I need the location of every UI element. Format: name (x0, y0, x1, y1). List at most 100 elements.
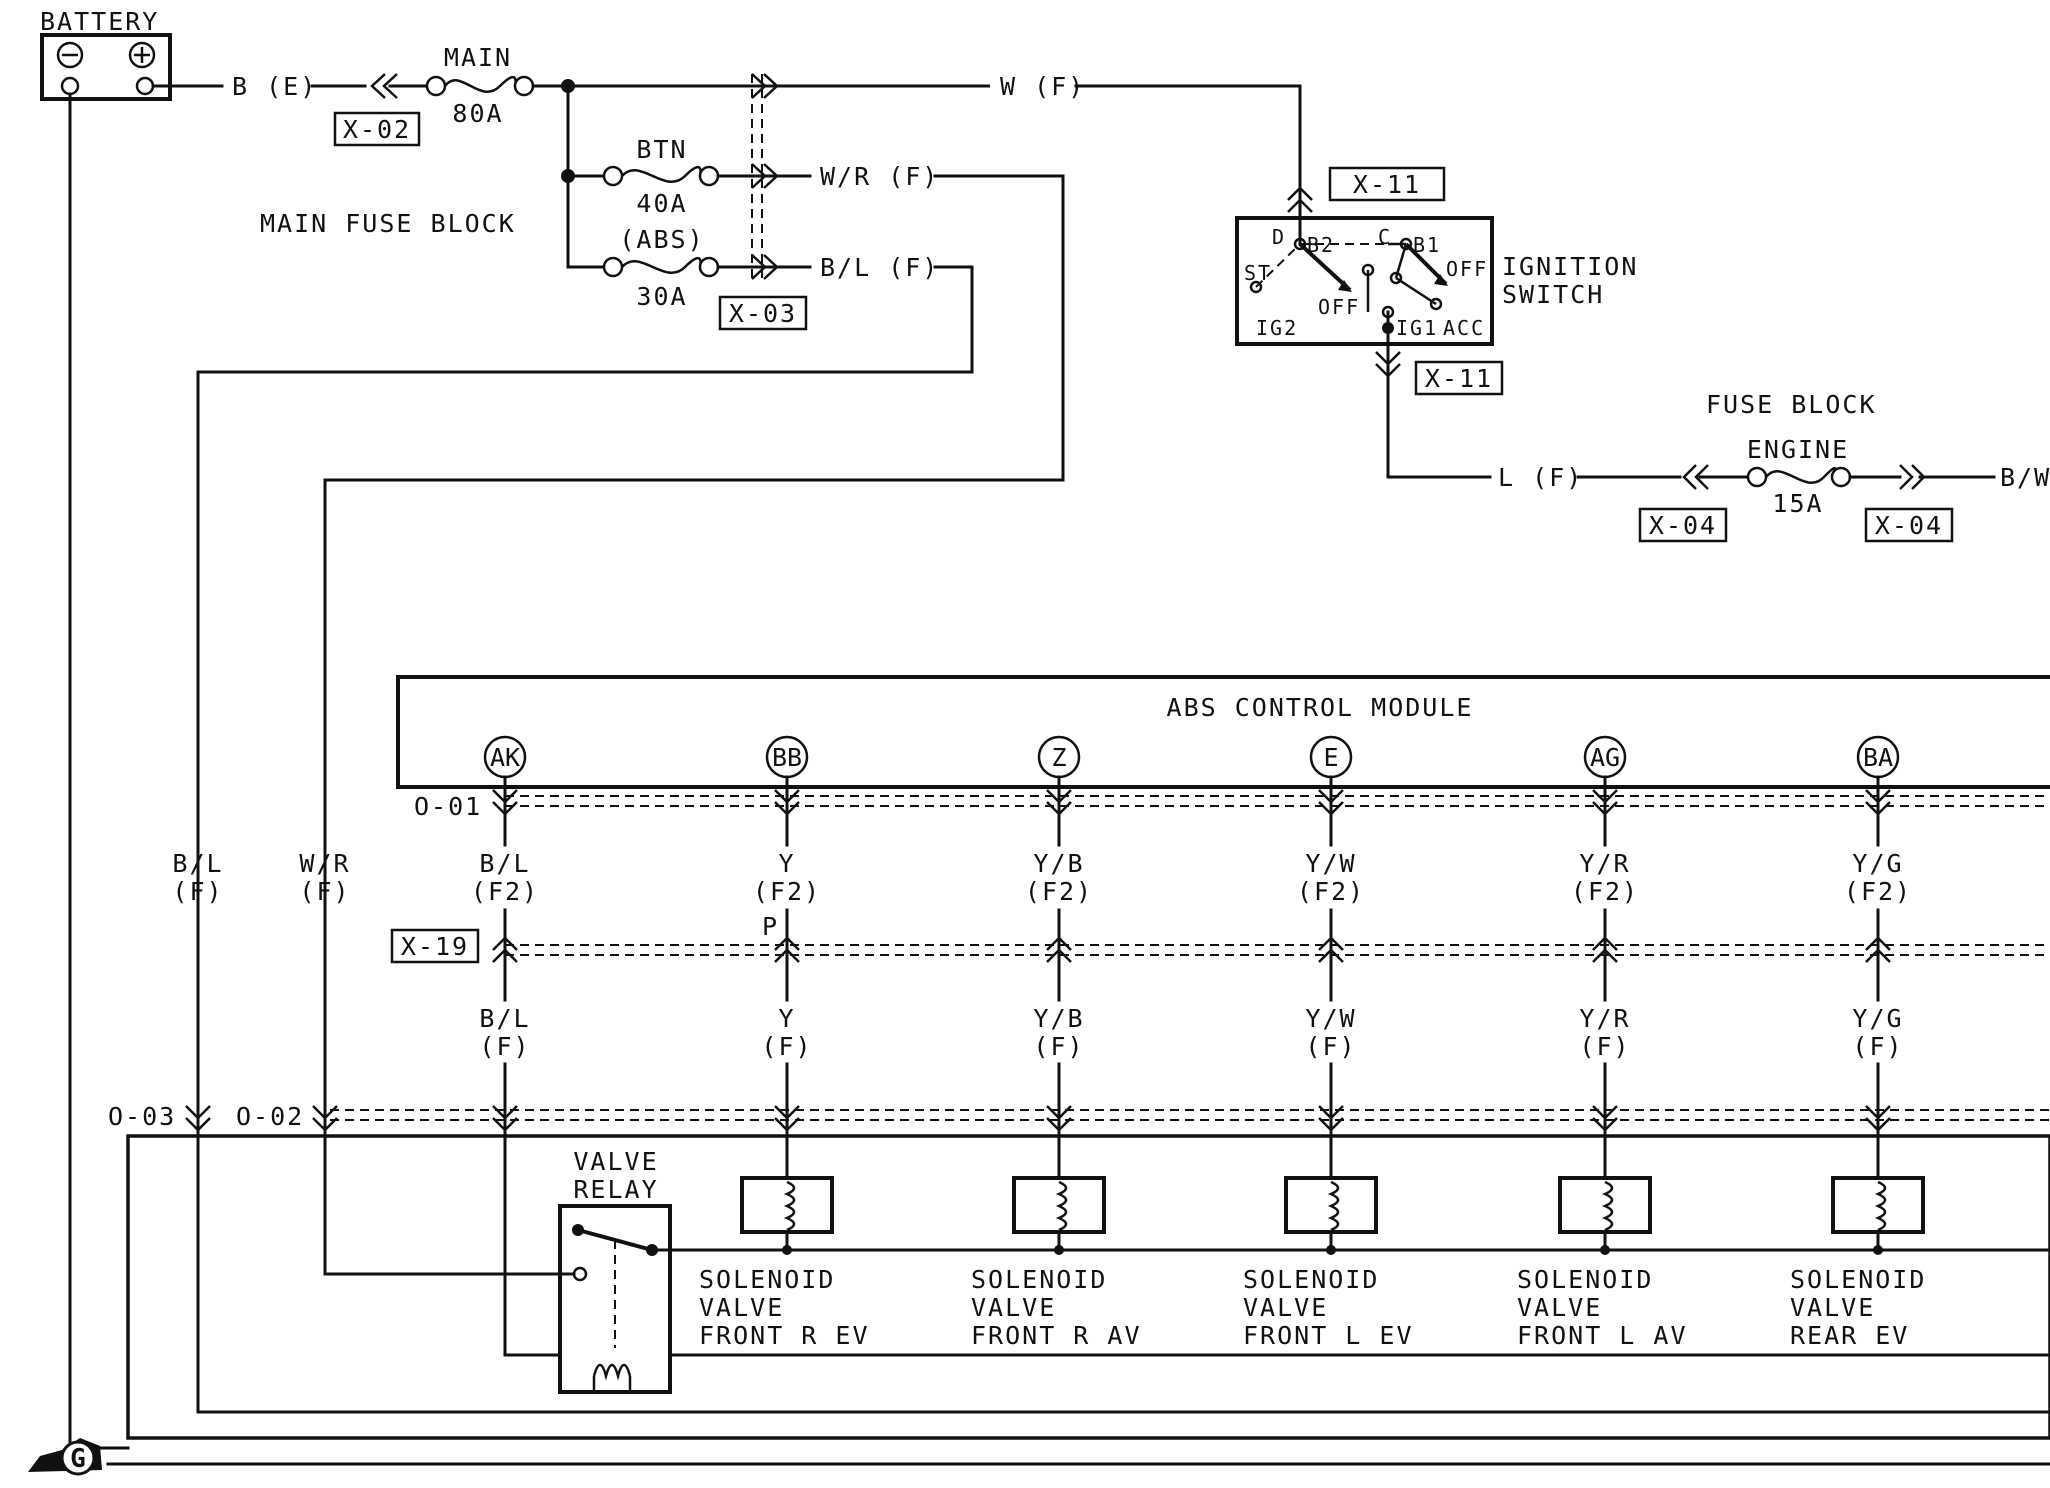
fuse-block: FUSE BLOCK ENGINE 15A B/W X-04 X-04 (1638, 390, 2050, 543)
wire-label-w-f: W (F) (1000, 72, 1085, 101)
solenoid-coil-icon (783, 1180, 796, 1232)
battery-body (40, 33, 172, 101)
term-off-left: OFF (1318, 295, 1360, 319)
ignition-switch-label-1: IGNITION (1502, 252, 1638, 281)
fuse-main-right-terminal (513, 75, 535, 97)
connector-x19-arrow (1592, 936, 1618, 963)
switch-acc-link (1394, 243, 1408, 279)
solenoid-junction (1326, 1245, 1336, 1255)
wire-color-lower: Y/W (1305, 1004, 1356, 1033)
wire-label-wr-f: W/R (F) (820, 162, 939, 191)
connector-x11-top-label: X-11 (1353, 170, 1421, 199)
wire-color-lower: Y/B (1033, 1004, 1084, 1033)
connector-o02-label: O-02 (236, 1102, 304, 1131)
solenoid-label-1: SOLENOID (1517, 1265, 1653, 1294)
connector-x03-label: X-03 (729, 299, 797, 328)
term-c: C (1378, 225, 1392, 249)
side-wire-bl-harness: (F) (172, 877, 223, 906)
fuse-main-rating: 80A (452, 99, 503, 128)
fuse-btn-rating: 40A (636, 189, 687, 218)
fuse-abs-name: (ABS) (619, 225, 704, 254)
label-bg-wf (990, 70, 1076, 102)
connector-x19-label: X-19 (401, 932, 469, 961)
term-off-right: OFF (1446, 257, 1488, 281)
battery-label: BATTERY (40, 7, 159, 36)
connector-o01-arrow (1046, 789, 1072, 816)
pin-label: BA (1863, 743, 1893, 772)
fuse-btn-right-terminal (698, 165, 720, 187)
ignition-switch-body (1235, 216, 1494, 346)
solenoid-coil-icon (1327, 1180, 1340, 1232)
fuse-main-name: MAIN (444, 43, 512, 72)
connector-o03-arrows (185, 1105, 211, 1132)
wire-harness-upper: (F2) (753, 877, 821, 906)
solenoid-label-2: VALVE (1243, 1293, 1328, 1322)
solenoid-label-3: REAR EV (1790, 1321, 1909, 1350)
solenoid-label-1: SOLENOID (699, 1265, 835, 1294)
connector-o02-arrow (774, 1105, 800, 1132)
switch-arrow-right-icon (1434, 274, 1448, 286)
wire-harness-upper: (F2) (1297, 877, 1365, 906)
wire-label-b-w: B/W (2000, 463, 2050, 492)
connector-x11-top-box (1328, 166, 1446, 202)
connector-x19-arrow (1046, 936, 1072, 963)
battery: BATTERY (40, 7, 172, 101)
connector-x19-arrow (1865, 936, 1891, 963)
fuse-abs-icon (621, 256, 702, 274)
ignition-switch: X-11 D B2 C B1 ST OFF OFF IG2 IG1 ACC IG… (1235, 166, 1638, 396)
connector-x04-left-arrows (1682, 464, 1709, 490)
pin-column-z: ZY/B(F2)Y/B(F) (1025, 735, 1091, 1180)
relay-contact-left (572, 1266, 588, 1282)
connector-x19-arrow (774, 936, 800, 963)
wire-harness-upper: (F2) (1844, 877, 1912, 906)
pin-label: BB (772, 743, 802, 772)
solenoid-junction (1873, 1245, 1883, 1255)
connector-x11-bottom-label: X-11 (1425, 364, 1493, 393)
wire-harness-lower: (F) (1579, 1032, 1630, 1061)
switch-arm-left (1298, 242, 1352, 292)
solenoid-label-2: VALVE (971, 1293, 1056, 1322)
connector-o02-arrow (1046, 1105, 1072, 1132)
wire-harness-lower: (F) (1305, 1032, 1356, 1061)
solenoid-label-2: VALVE (699, 1293, 784, 1322)
fuse-engine-right-terminal (1830, 466, 1852, 488)
connector-x02-label: X-02 (343, 115, 411, 144)
battery-post-right (135, 76, 155, 96)
solenoid-label-3: FRONT R EV (699, 1321, 870, 1350)
hydraulic-unit-box (126, 1134, 2050, 1440)
connector-x03-box (718, 295, 808, 331)
fuse-engine-name: ENGINE (1747, 435, 1849, 464)
battery-post-left (60, 76, 80, 96)
relay-coil-icon (592, 1363, 632, 1381)
wire-harness-lower: (F) (1852, 1032, 1903, 1061)
term-d: D (1272, 225, 1286, 249)
fuse-abs-rating: 30A (636, 282, 687, 311)
wire-label-l-f: L (F) (1498, 463, 1583, 492)
connector-x11-bottom-box (1414, 360, 1504, 396)
solenoid-junction (1600, 1245, 1610, 1255)
wire-label-b-e: B (E) (232, 72, 317, 101)
wire-label-bl-f: B/L (F) (820, 253, 939, 282)
wire-harness-upper: (F2) (1571, 877, 1639, 906)
fuse-engine-left-terminal (1746, 466, 1768, 488)
valve-relay: VALVE RELAY (558, 1147, 672, 1394)
wire-color-upper: Y (778, 849, 795, 878)
marker-p: P (762, 912, 779, 941)
solenoid-label-3: FRONT R AV (971, 1321, 1142, 1350)
connector-x04-left-box (1638, 507, 1728, 543)
fuse-engine-icon (1765, 466, 1837, 485)
wire-harness-lower: (F) (1033, 1032, 1084, 1061)
connector-x19-arrow (492, 936, 518, 963)
side-wire-wr-harness: (F) (299, 877, 350, 906)
wire-harness-upper: (F2) (471, 877, 539, 906)
pin-label: AK (490, 743, 520, 772)
connector-x03-arrows-abs (751, 254, 779, 280)
wire-harness-lower: (F) (761, 1032, 812, 1061)
abs-module-pins: AKB/L(F2)B/L(F)BBY(F2)Y(F)ZY/B(F2)Y/B(F)… (471, 735, 1912, 1180)
relay-contact-right (646, 1244, 658, 1256)
